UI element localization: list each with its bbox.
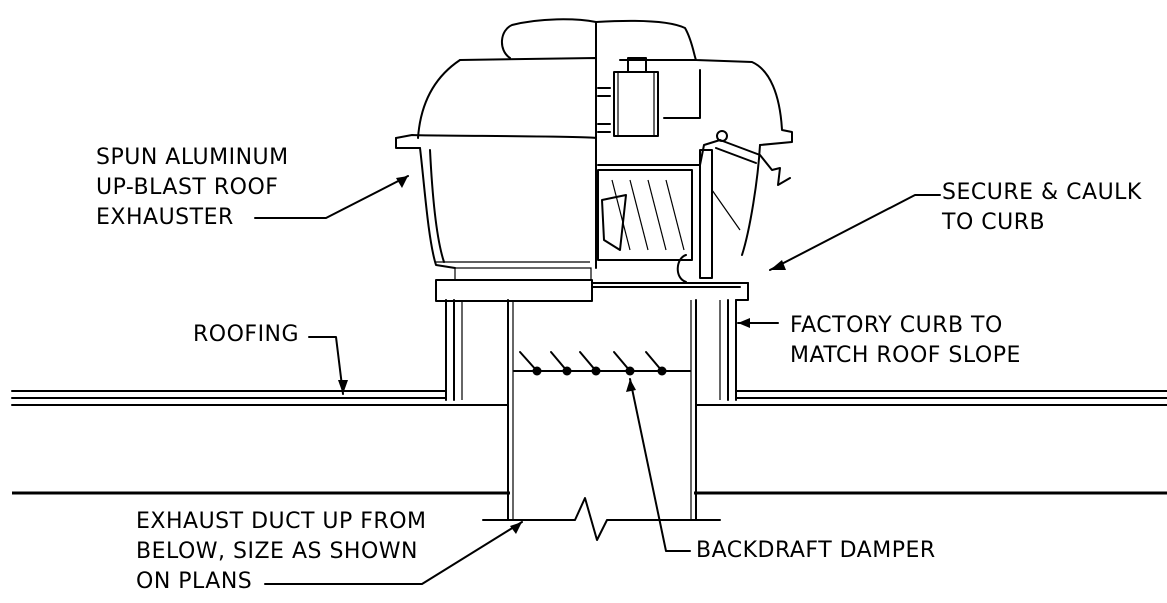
backdraft-damper <box>513 351 691 376</box>
factory-curb <box>445 299 737 401</box>
secure-caulk-line-1: SECURE & CAULK <box>942 180 1142 205</box>
exhaust-duct <box>482 299 721 541</box>
fan-internals <box>597 57 791 283</box>
backdraft-damper-label: BACKDRAFT DAMPER <box>696 538 936 563</box>
leader-lines <box>254 175 941 585</box>
factory-curb-label: FACTORY CURB TO MATCH ROOF SLOPE <box>790 311 1021 371</box>
exhaust-duct-line-1: EXHAUST DUCT UP FROM <box>136 509 427 534</box>
exhauster-label-line-1: SPUN ALUMINUM <box>96 145 289 170</box>
exhaust-duct-line-3: ON PLANS <box>136 569 253 594</box>
exhauster-label: SPUN ALUMINUM UP-BLAST ROOF EXHAUSTER <box>96 143 289 233</box>
secure-caulk-label: SECURE & CAULK TO CURB <box>942 178 1142 238</box>
exhauster-label-line-2: UP-BLAST ROOF <box>96 175 279 200</box>
fan-base <box>435 267 749 302</box>
exhauster-label-line-3: EXHAUSTER <box>96 205 234 230</box>
secure-caulk-line-2: TO CURB <box>942 210 1046 235</box>
fan-hood <box>395 18 793 269</box>
exhaust-duct-label: EXHAUST DUCT UP FROM BELOW, SIZE AS SHOW… <box>136 507 427 597</box>
roof-deck <box>11 390 1167 495</box>
factory-curb-line-1: FACTORY CURB TO <box>790 313 1003 338</box>
factory-curb-line-2: MATCH ROOF SLOPE <box>790 343 1021 368</box>
roofing-label: ROOFING <box>193 322 300 347</box>
exhaust-duct-line-2: BELOW, SIZE AS SHOWN <box>136 539 418 564</box>
